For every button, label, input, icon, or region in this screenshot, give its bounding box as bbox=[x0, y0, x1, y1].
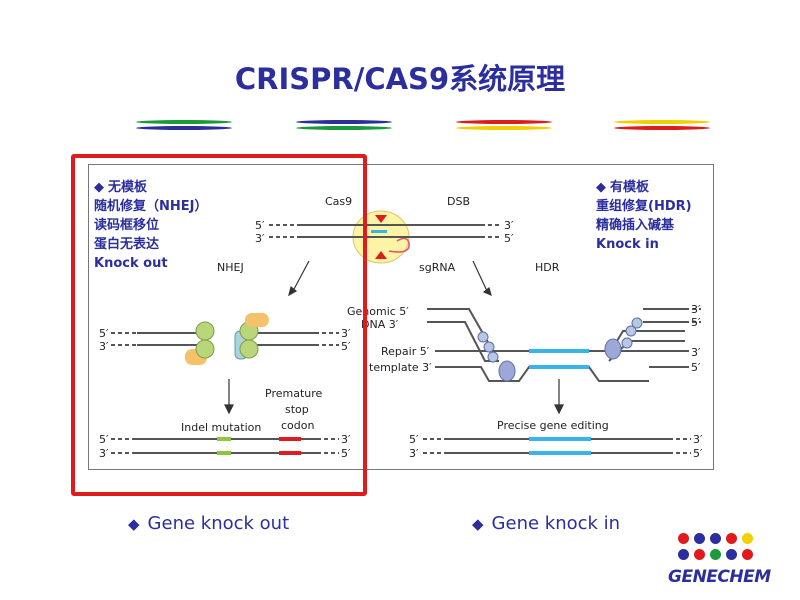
hdr-result-dna bbox=[423, 437, 691, 455]
dsb-label: DSB bbox=[447, 195, 470, 208]
nhej-3-left: 3′ bbox=[99, 340, 109, 353]
hdr-5-right-top: 5′ bbox=[691, 316, 701, 329]
insert-mark-top bbox=[529, 437, 591, 441]
top-3-right: 3′ bbox=[504, 219, 514, 232]
diamond-icon: ◆ bbox=[472, 515, 484, 533]
premature-label: Premature bbox=[265, 387, 323, 400]
genomic-label: Genomic 5′ bbox=[347, 305, 409, 318]
template-label: template 3′ bbox=[369, 361, 432, 374]
nhej-label: NHEJ bbox=[217, 261, 244, 274]
nhej-result-dna bbox=[111, 437, 339, 455]
indel-mark-top bbox=[217, 437, 231, 441]
codon-label: codon bbox=[281, 419, 314, 432]
diamond-icon: ◆ bbox=[128, 515, 140, 533]
gene-knock-out-label: ◆ Gene knock out bbox=[128, 513, 289, 534]
note-line: Knock in bbox=[596, 237, 659, 252]
nhej-broken-dna bbox=[111, 332, 339, 346]
hdr-result-3-left: 3′ bbox=[409, 447, 419, 460]
indel-mark-bottom bbox=[217, 451, 231, 455]
decorative-line-4 bbox=[614, 116, 710, 134]
genechem-logo: GENECHEM bbox=[668, 531, 771, 591]
sgrna-label: sgRNA bbox=[419, 261, 456, 274]
logo-text: GENECHEM bbox=[668, 567, 771, 587]
note-line: 随机修复（NHEJ） bbox=[94, 199, 208, 214]
hdr-repair-template bbox=[435, 349, 689, 382]
nhej-repair-proteins bbox=[185, 313, 269, 365]
knock-in-note: ◆ 有模板 重组修复(HDR) 精确插入碱基 Knock in bbox=[596, 178, 692, 254]
indel-label: Indel mutation bbox=[181, 421, 261, 434]
page-title: CRISPR/CAS9系统原理 bbox=[234, 62, 566, 96]
note-line: 重组修复(HDR) bbox=[596, 199, 692, 214]
note-line: Knock out bbox=[94, 256, 168, 271]
cas9-label: Cas9 bbox=[325, 195, 352, 208]
result-5-right: 5′ bbox=[341, 447, 351, 460]
dsb-marker-top bbox=[375, 215, 387, 223]
note-bullet-icon: ◆ bbox=[596, 180, 606, 195]
hdr-genomic-dna bbox=[427, 308, 701, 362]
hdr-result-3-right: 3′ bbox=[693, 433, 703, 446]
decorative-line-3 bbox=[456, 116, 552, 134]
hdr-proteins bbox=[477, 317, 643, 382]
hdr-result-5-left: 5′ bbox=[409, 433, 419, 446]
hdr-result-5-right: 5′ bbox=[693, 447, 703, 460]
knock-out-text: Gene knock out bbox=[147, 513, 290, 534]
precise-label: Precise gene editing bbox=[497, 419, 609, 432]
crispr-diagram: 5′ 3′ 3′ 5′ Cas9 DSB sgRNA NHEJ HDR bbox=[99, 195, 703, 460]
result-5-left: 5′ bbox=[99, 433, 109, 446]
stop-label: stop bbox=[285, 403, 309, 416]
note-line: 精确插入碱基 bbox=[596, 218, 675, 233]
nhej-down-arrow bbox=[224, 379, 234, 415]
dsb-marker-bottom bbox=[375, 251, 387, 259]
hdr-down-arrow bbox=[554, 379, 564, 415]
decorative-line-1 bbox=[136, 116, 232, 134]
decorative-line-2 bbox=[296, 116, 392, 134]
result-3-left: 3′ bbox=[99, 447, 109, 460]
knock-out-highlight-frame bbox=[71, 154, 367, 496]
hdr-label: HDR bbox=[535, 261, 560, 274]
top-3-left: 3′ bbox=[255, 232, 265, 245]
nhej-5-left: 5′ bbox=[99, 327, 109, 340]
hdr-3-right-bottom: 3′ bbox=[691, 346, 701, 359]
sgrna-strand bbox=[388, 237, 410, 253]
note-line: 蛋白无表达 bbox=[94, 237, 160, 252]
crispr-diagram-panel: 5′ 3′ 3′ 5′ Cas9 DSB sgRNA NHEJ HDR bbox=[88, 164, 714, 470]
hdr-5-right-bottom: 5′ bbox=[691, 361, 701, 374]
stop-mark-bottom bbox=[279, 451, 301, 455]
top-arrows bbox=[288, 260, 492, 297]
note-bullet-icon: ◆ bbox=[94, 180, 104, 195]
nhej-3-right: 3′ bbox=[341, 327, 351, 340]
knock-in-text: Gene knock in bbox=[491, 513, 621, 534]
gene-knock-in-label: ◆ Gene knock in bbox=[472, 513, 620, 534]
top-5-right: 5′ bbox=[504, 232, 514, 245]
top-dna bbox=[269, 224, 501, 238]
knock-out-note: ◆ 无模板 随机修复（NHEJ） 读码框移位 蛋白无表达 Knock out bbox=[94, 178, 207, 273]
hdr-3-right-top: 3′ bbox=[691, 303, 701, 316]
repair-label: Repair 5′ bbox=[381, 345, 430, 358]
note-heading: 有模板 bbox=[610, 180, 650, 195]
dna-label: DNA 3′ bbox=[361, 318, 399, 331]
stop-mark-top bbox=[279, 437, 301, 441]
nhej-5-right: 5′ bbox=[341, 340, 351, 353]
insert-mark-bottom bbox=[529, 451, 591, 455]
note-line: 读码框移位 bbox=[94, 218, 160, 233]
note-heading: 无模板 bbox=[108, 180, 148, 195]
top-5-left: 5′ bbox=[255, 219, 265, 232]
result-3-right: 3′ bbox=[341, 433, 351, 446]
